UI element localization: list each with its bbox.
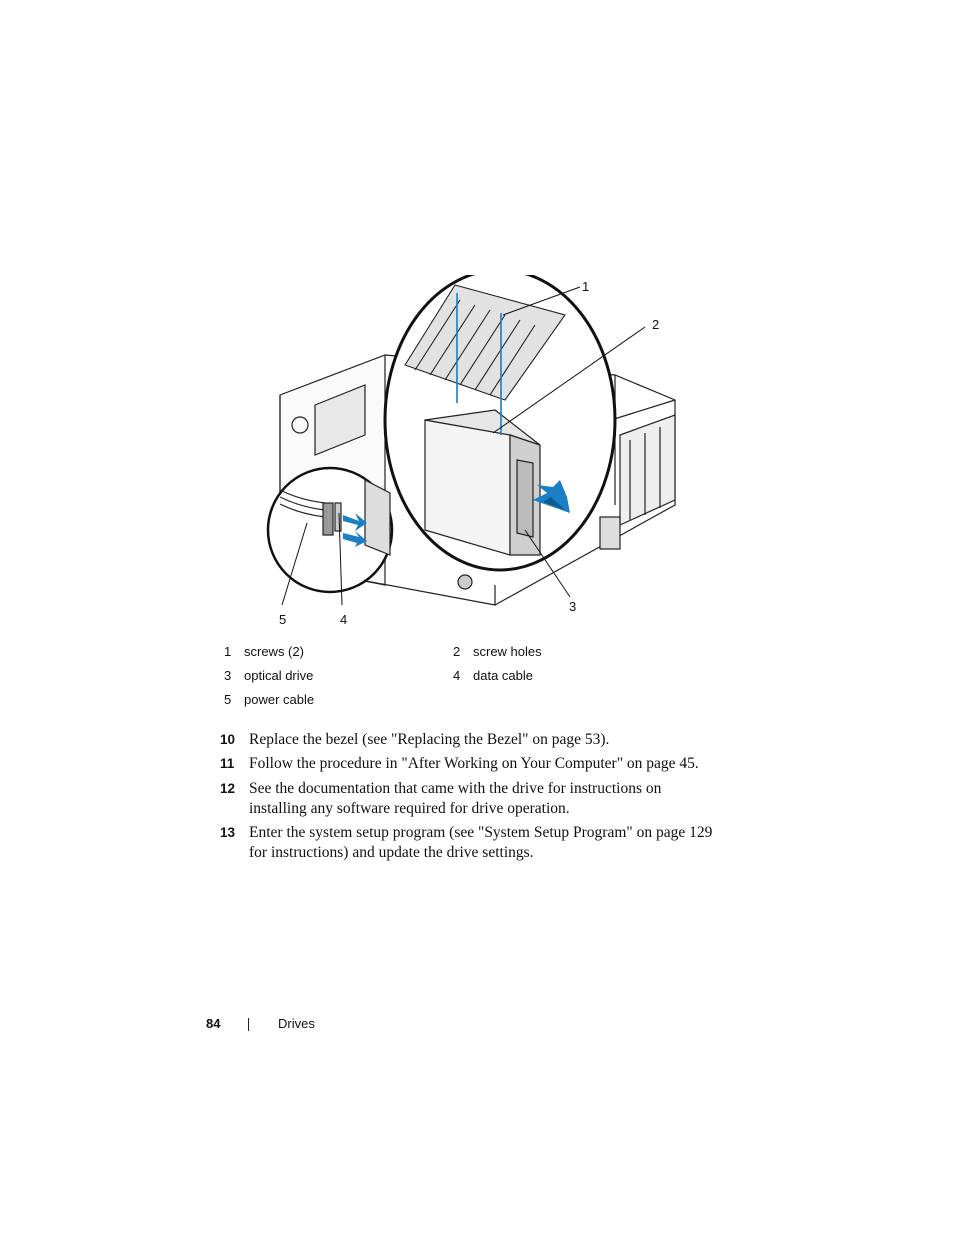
section-title: Drives xyxy=(278,1016,315,1031)
legend-label: optical drive xyxy=(244,668,314,683)
step-text: Enter the system setup program (see "Sys… xyxy=(249,824,713,861)
footer-divider xyxy=(248,1018,249,1031)
legend-label: screw holes xyxy=(473,644,542,659)
callout-4: 4 xyxy=(340,612,348,627)
computer-chassis-illustration xyxy=(266,268,676,606)
step-number: 11 xyxy=(220,756,235,771)
step-text: Follow the procedure in "After Working o… xyxy=(249,755,699,772)
legend-number: 2 xyxy=(453,644,461,659)
legend-item: 2 screw holes xyxy=(453,644,542,659)
blue-arrow-icon xyxy=(533,480,570,513)
callout-3: 3 xyxy=(569,599,577,614)
callout-5: 5 xyxy=(279,612,287,627)
legend-item: 1 screws (2) xyxy=(224,644,304,659)
legend-number: 3 xyxy=(224,668,232,683)
callout-1: 1 xyxy=(582,279,590,294)
step-text: Replace the bezel (see "Replacing the Be… xyxy=(249,731,610,748)
legend-label: power cable xyxy=(244,692,315,707)
legend-label: data cable xyxy=(473,668,533,683)
optical-drive-illustration xyxy=(424,409,541,556)
legend-number: 5 xyxy=(224,692,232,707)
step-number: 12 xyxy=(220,781,236,796)
legend-item: 5 power cable xyxy=(224,692,314,707)
legend-number: 1 xyxy=(224,644,232,659)
step-text: See the documentation that came with the… xyxy=(249,780,662,817)
step-number: 13 xyxy=(220,825,236,840)
legend-label: screws (2) xyxy=(244,644,304,659)
page-number: 84 xyxy=(206,1016,221,1031)
legend-item: 3 optical drive xyxy=(224,668,313,683)
step-number: 10 xyxy=(220,732,236,747)
optical-drive-installation-figure: 1 2 3 4 5 xyxy=(255,268,695,635)
legend-number: 4 xyxy=(453,668,461,683)
legend-item: 4 data cable xyxy=(453,668,533,683)
callout-2: 2 xyxy=(652,317,660,332)
